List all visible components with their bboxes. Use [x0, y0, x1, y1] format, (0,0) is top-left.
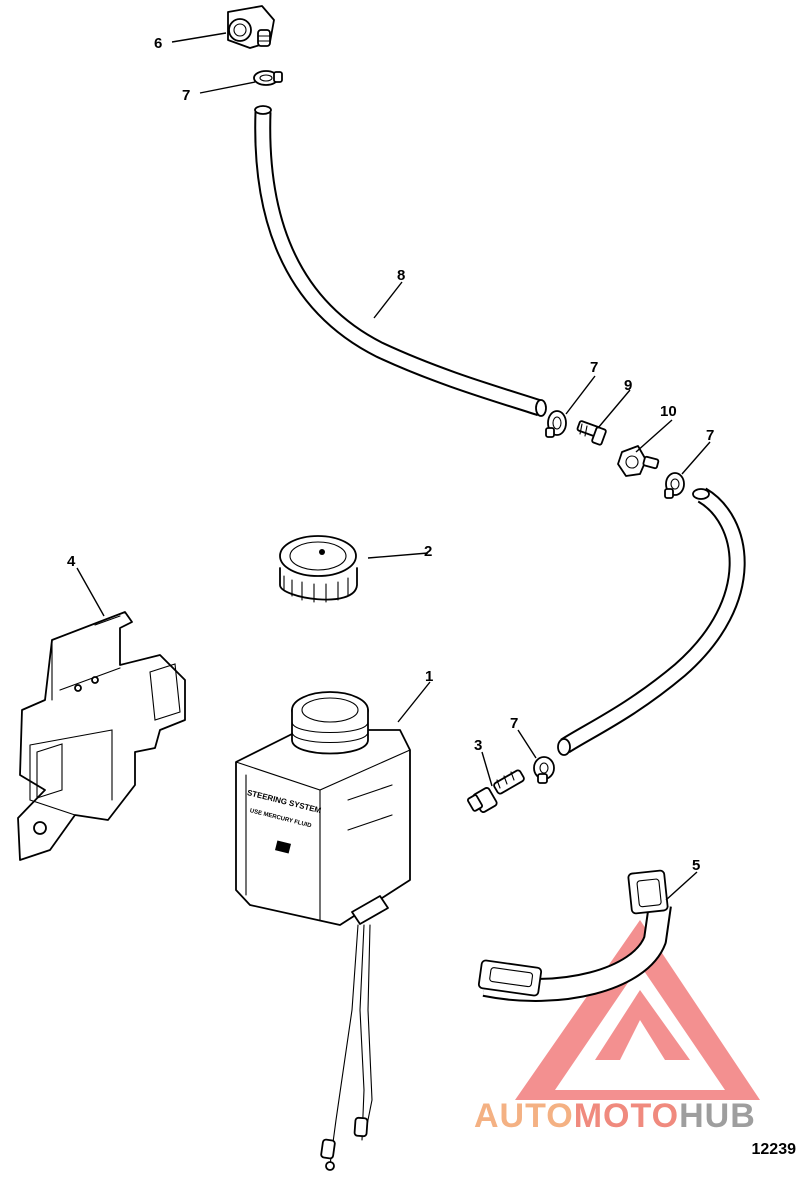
- callout-numbers: 6 7 8 7 9 10 7 2 4 1 7 3 5: [67, 35, 714, 874]
- hose-lower: [557, 487, 746, 756]
- callout-1: 1: [425, 668, 433, 685]
- hose-clamp-middle: [545, 410, 567, 438]
- callout-3: 3: [474, 737, 482, 754]
- hose-upper: [254, 105, 547, 417]
- callout-9: 9: [624, 377, 632, 394]
- watermark-hub: HUB: [679, 1097, 756, 1135]
- watermark-logo: [515, 920, 760, 1100]
- callout-8: 8: [397, 267, 405, 284]
- watermark-auto: AUTO: [474, 1097, 574, 1135]
- callout-10: 10: [660, 403, 677, 420]
- watermark-text: AUTOMOTOHUB: [474, 1097, 756, 1135]
- hose-clamp-lower: [533, 756, 555, 784]
- callout-4: 4: [67, 553, 76, 570]
- sensor-wires: [320, 924, 373, 1171]
- callout-7-top: 7: [182, 87, 190, 104]
- callout-6: 6: [154, 35, 162, 52]
- tank-strap: [477, 869, 672, 1002]
- fluid-reservoir-tank: STEERING SYSTEM USE MERCURY FLUID: [235, 691, 411, 926]
- callout-7-right: 7: [706, 427, 714, 444]
- diagram-reference-number: 12239: [751, 1141, 797, 1158]
- hose-fitting: [617, 445, 660, 477]
- hose-clamp-top: [253, 70, 283, 86]
- barbed-fitting: [467, 769, 525, 813]
- elbow-fitting: [227, 5, 275, 49]
- mounting-bracket: [17, 611, 186, 861]
- reservoir-cap: [279, 535, 358, 603]
- watermark-moto: MOTO: [574, 1097, 679, 1135]
- hose-connector: [576, 420, 607, 446]
- callout-7-middle: 7: [590, 359, 598, 376]
- callout-2: 2: [424, 543, 432, 560]
- callout-7-lower: 7: [510, 715, 518, 732]
- svg-text:AUTOMOTOHUB: AUTOMOTOHUB: [474, 1097, 756, 1135]
- leader-lines: [76, 32, 711, 901]
- hose-clamp-right: [664, 472, 685, 499]
- callout-5: 5: [692, 857, 700, 874]
